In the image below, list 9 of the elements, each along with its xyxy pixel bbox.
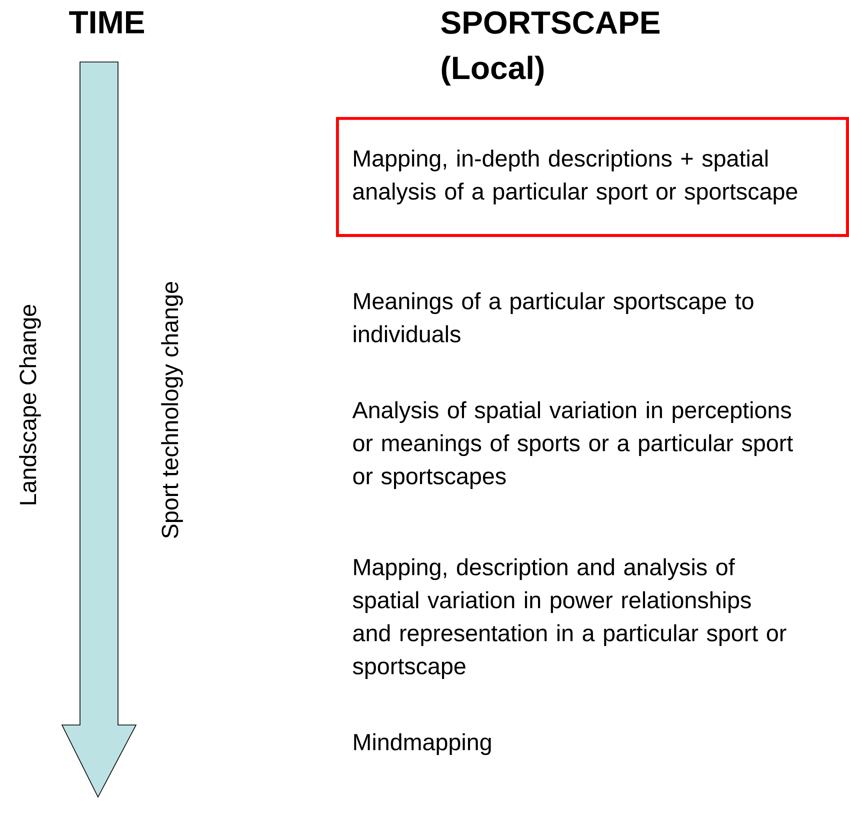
heading: TIME (69, 11, 144, 34)
method-text: Mindmapping (354, 733, 491, 756)
method-text: Meanings of a particular sportscape to individuals (354, 292, 754, 342)
method-text: Mapping, description and analysis of spatial variation in power relationships and representation in a particular sport or sportscape (352, 558, 786, 680)
axis-label: Sport technology change (161, 282, 183, 538)
method-text: Analysis of spatial variation in perceptions or meanings of sports or a particular sport or sportscapes (352, 401, 793, 490)
heading: SPORTSCAPE (Local) (441, 11, 660, 86)
axis-label: Landscape Change (19, 304, 41, 504)
text-box: Mapping, in-depth descriptions + spatial analysis of a particular sport or sportscape (336, 117, 849, 237)
